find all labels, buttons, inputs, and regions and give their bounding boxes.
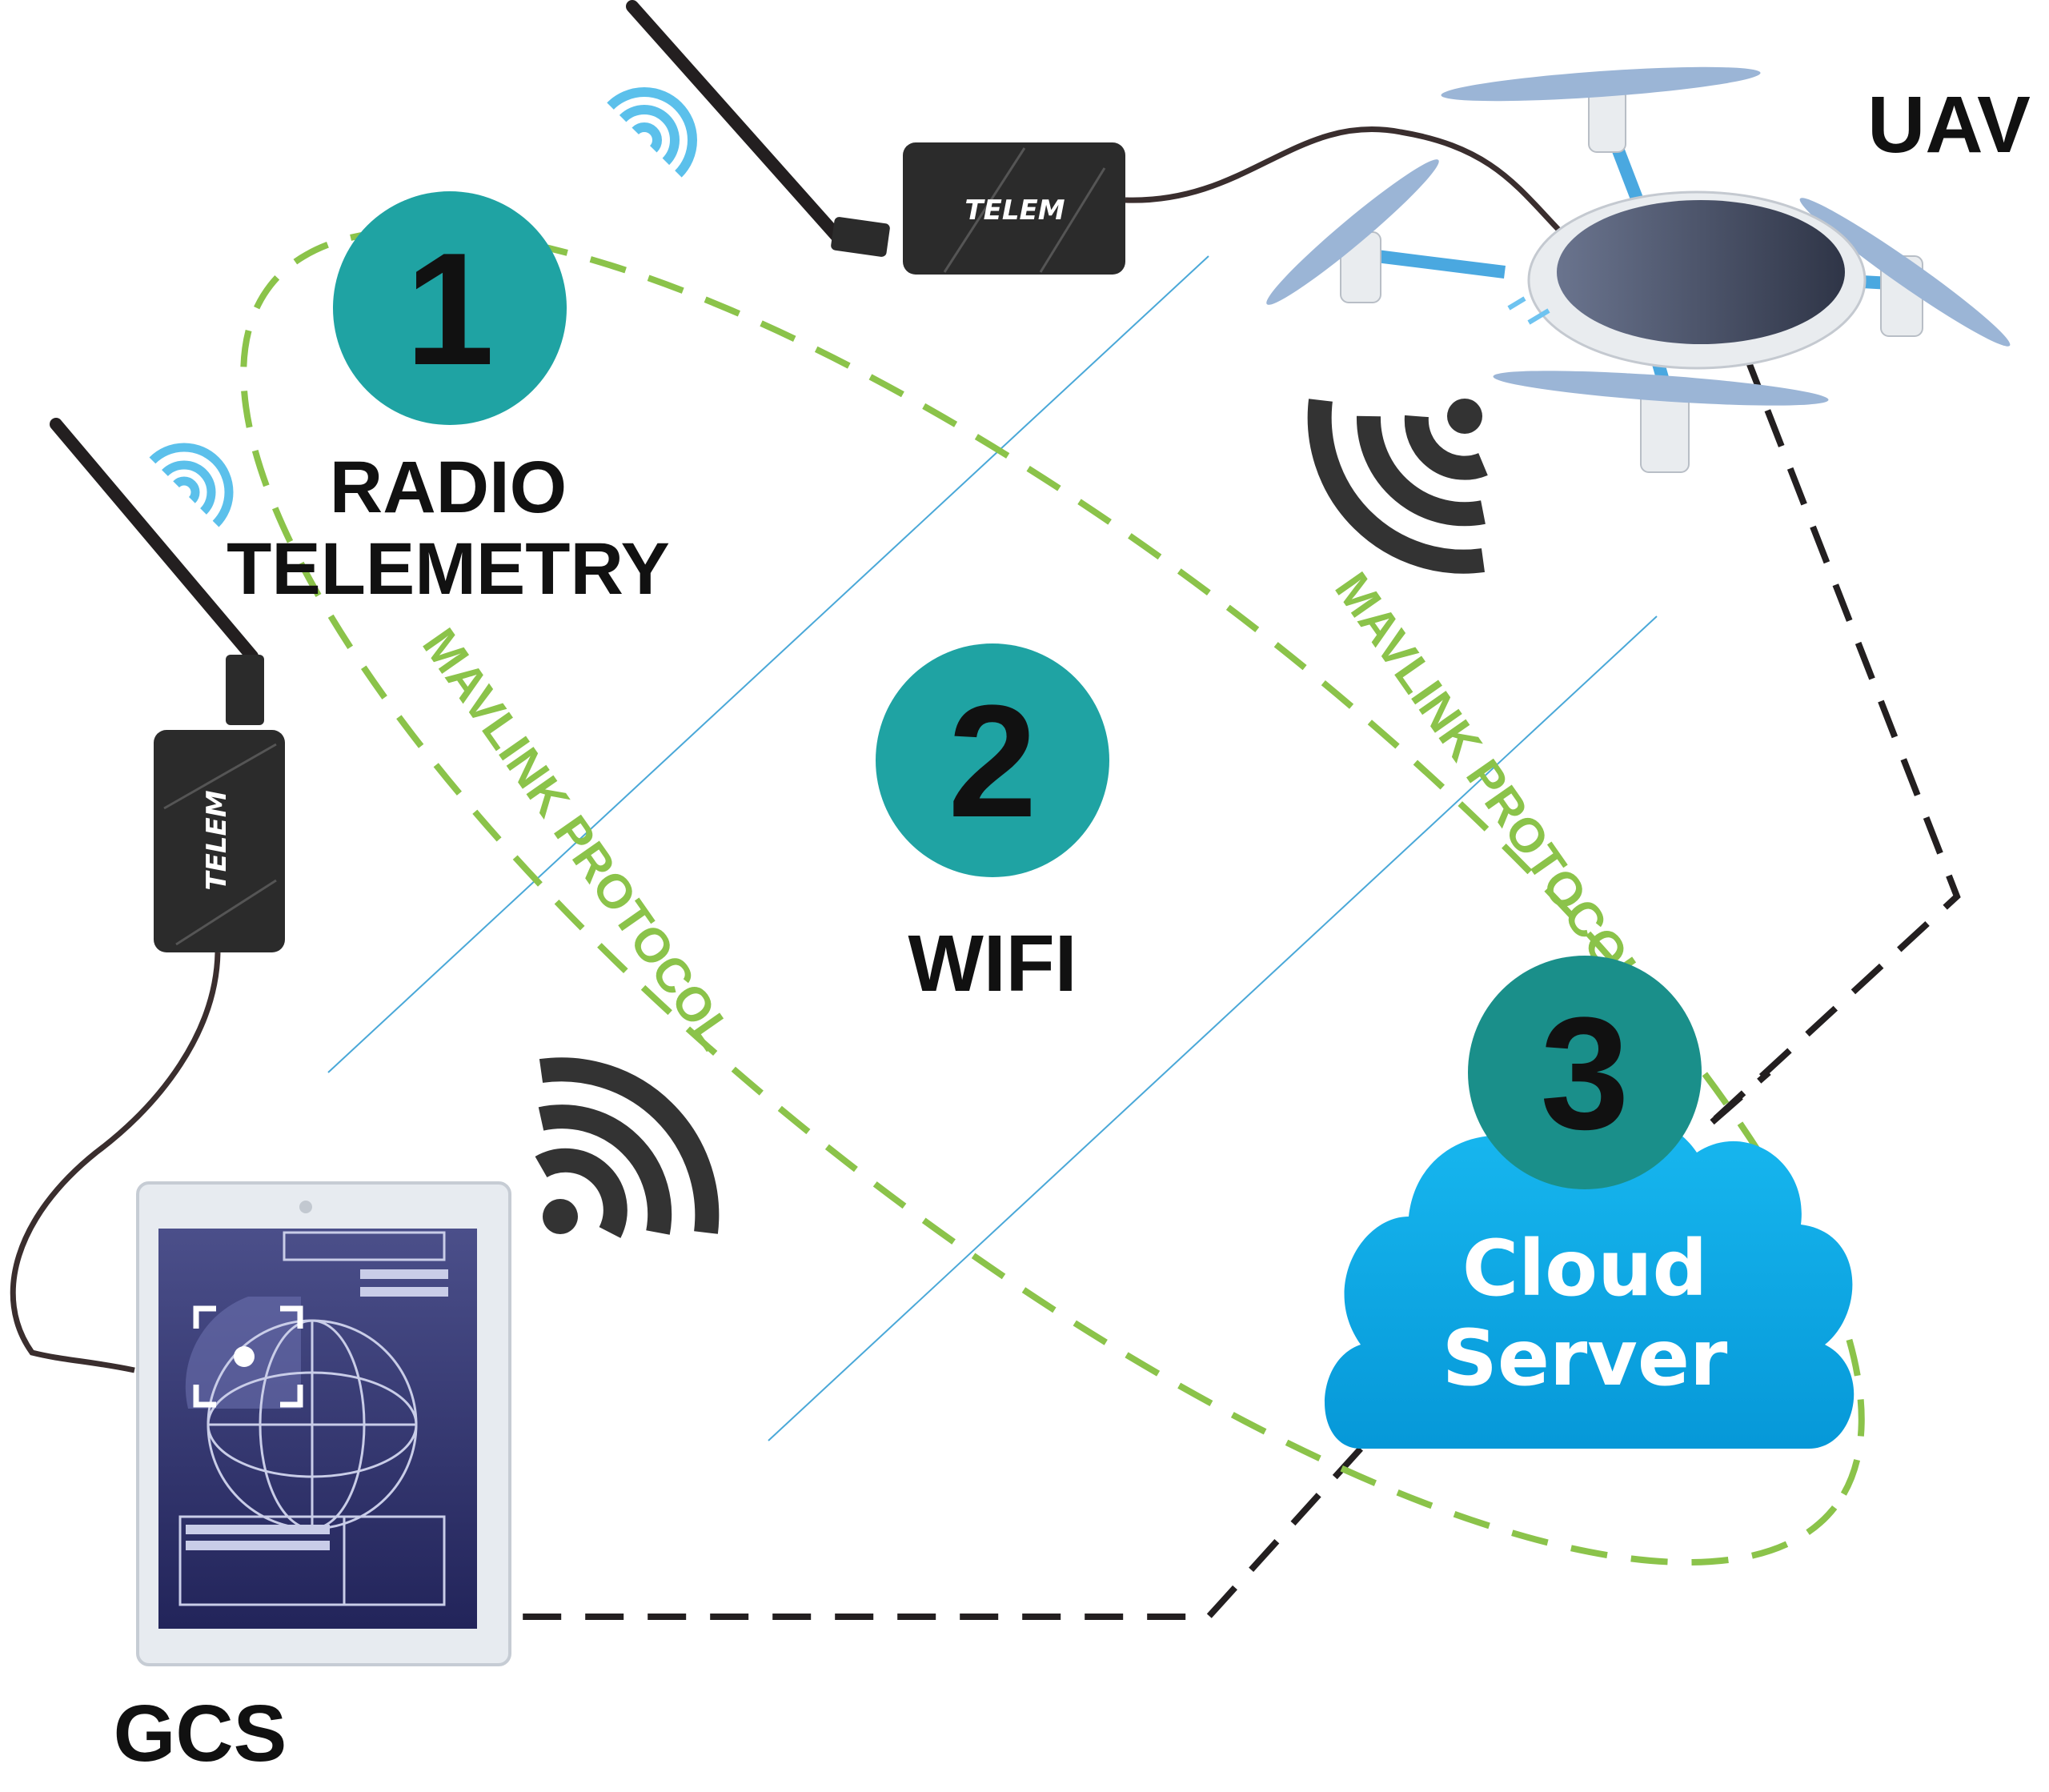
badge-radio-telemetry: 1 [333,191,567,425]
radio-telemetry-label-line1: RADIO [330,447,567,528]
guide-line [768,615,1658,1441]
badge-cloud [1468,956,1702,1189]
telem-radio-top: TELEM [626,0,1571,275]
mavlink-protocol-label-right: MAVLINK PROTOCOL [1325,563,1655,1003]
telem-left-label: TELEM [201,790,233,890]
radio-telemetry-label-line2: TELEMETRY [227,528,670,610]
signal-icon-blue-top [607,87,697,178]
mavlink-protocol-ellipse [240,227,1865,1566]
wifi-signal-icon-uav [1307,399,1488,574]
wifi-label: WIFI [908,919,1077,1008]
badge-wifi: 2 [876,643,1109,877]
antenna [50,418,259,663]
telem-top-cable [1125,126,1571,243]
telem-radio-left: TELEM [10,418,285,1373]
signal-icon-blue-left [149,443,234,527]
cloud-label-line2: Server [1442,1313,1728,1403]
wifi-signal-icon-gcs [535,1057,720,1238]
uav-label: UAV [1867,80,2031,170]
telem-top-label: TELEM [964,194,1065,227]
cloud-server: 3 Cloud Server [1325,956,1855,1449]
uav-drone [1266,66,2011,473]
cloud-link-path-lower [504,1446,1363,1620]
gcs-label: GCS [114,1689,287,1778]
badge-number-1: 1 [405,220,494,399]
badge-number-3: 3 [1540,984,1629,1163]
antenna [626,0,847,247]
cloud-label-line1: Cloud [1462,1224,1707,1313]
cloud-link-path [1702,351,1961,1132]
telem-left-cable [10,952,221,1373]
gcs-tablet [136,1181,511,1666]
mavlink-protocol-label-left: MAVLINK PROTOCOL [412,619,743,1059]
badge-number-2: 2 [948,672,1037,851]
guide-line [327,255,1209,1073]
